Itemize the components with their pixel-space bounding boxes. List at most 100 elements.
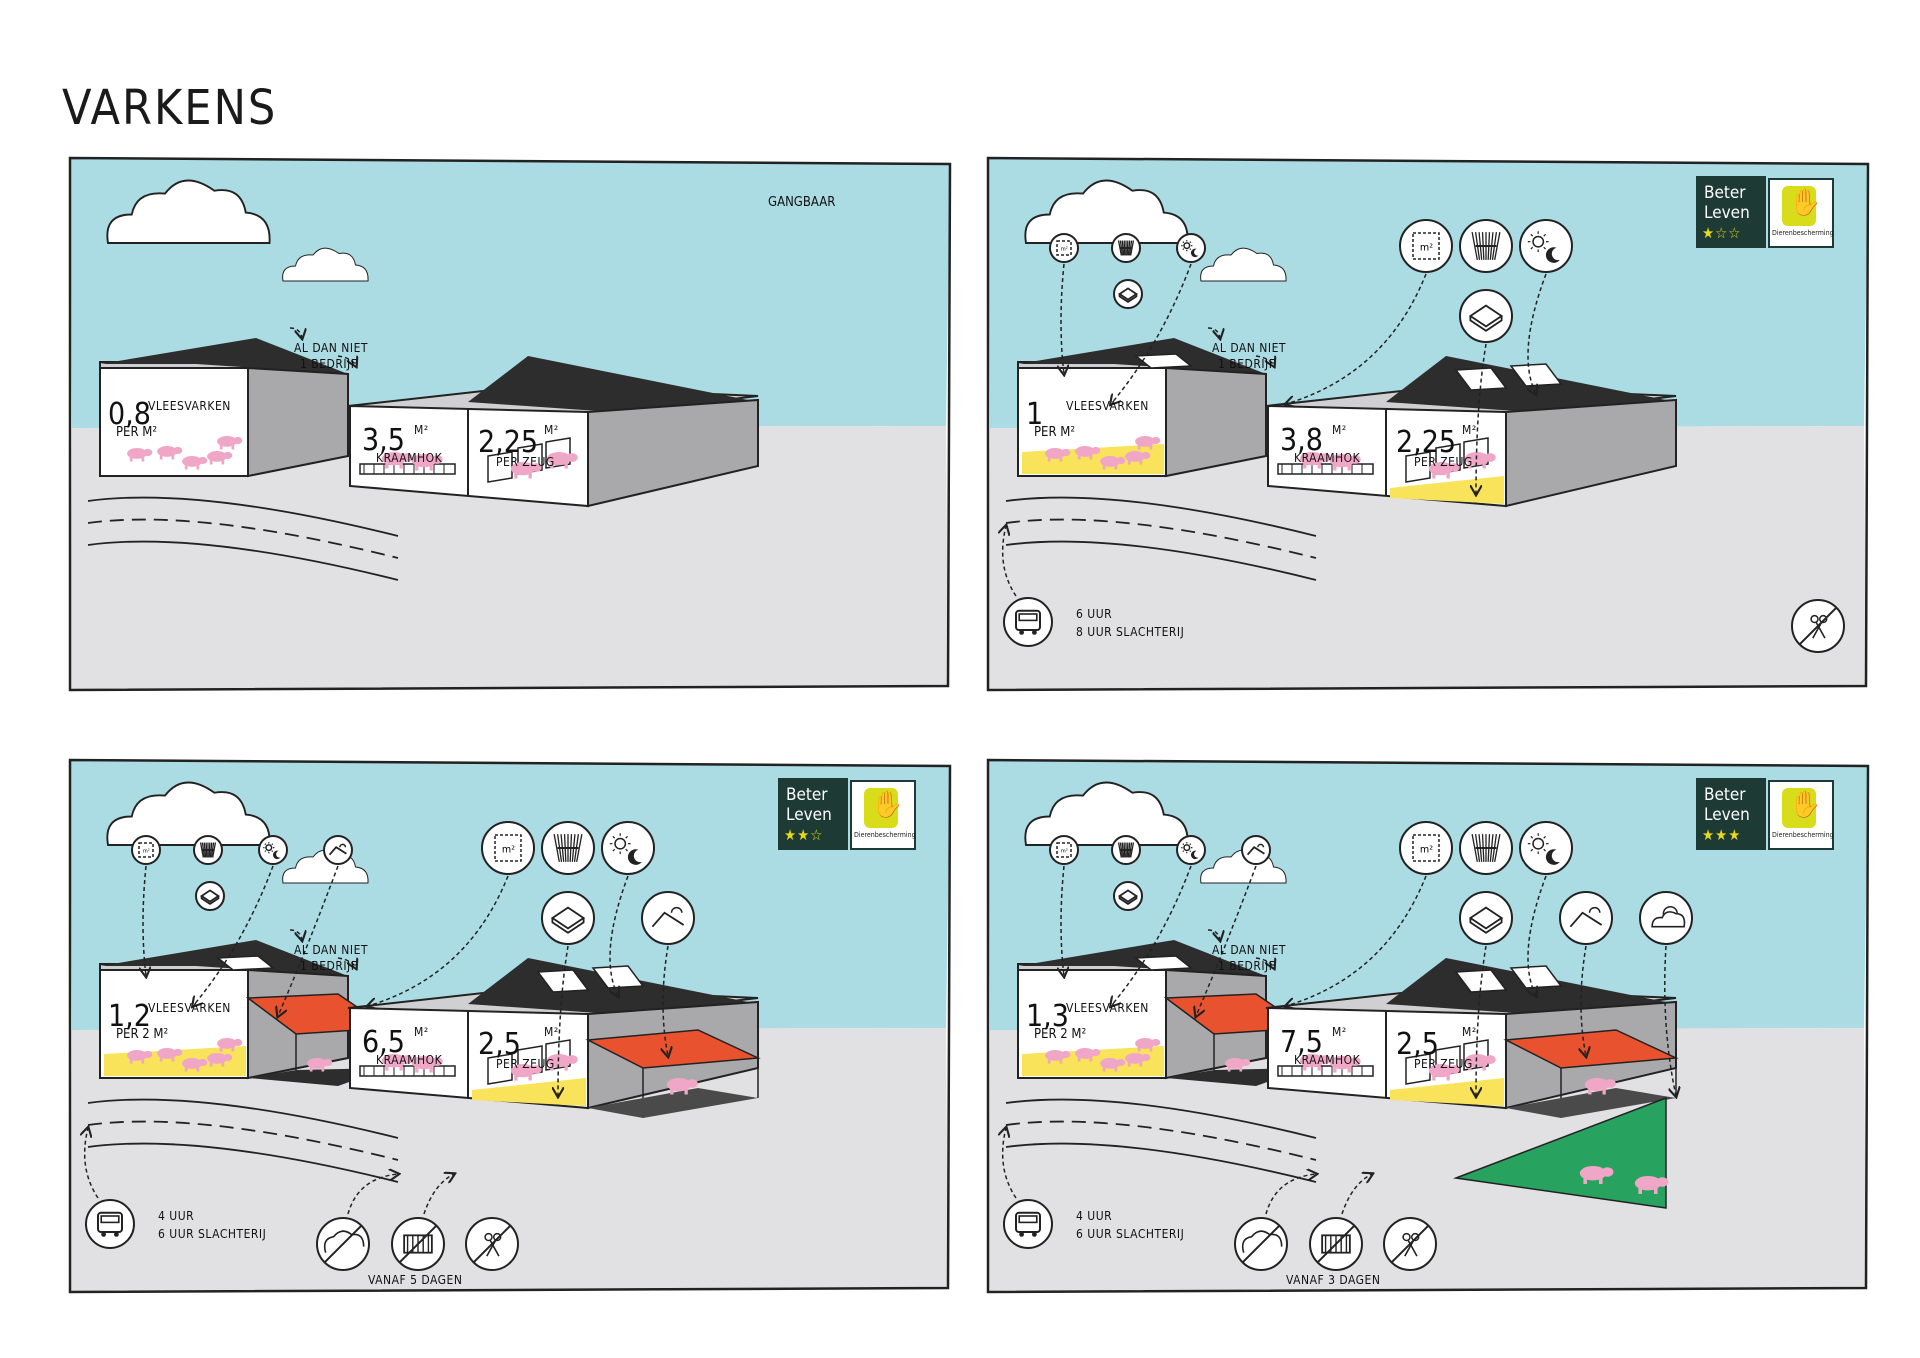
page-title: VARKENS	[62, 80, 278, 136]
dashed-arrow	[143, 865, 146, 976]
sow-stall	[487, 1053, 513, 1085]
pig	[182, 1058, 208, 1072]
skylight	[591, 965, 645, 989]
svg-text:m²: m²	[1061, 848, 1068, 854]
pig	[510, 462, 542, 479]
density-number: 1,2	[108, 999, 151, 1034]
sow-unit: M²	[544, 423, 559, 437]
logo-text-1: Beter	[1704, 785, 1746, 805]
sow-number: 2,5	[478, 1027, 521, 1062]
mattress-icon	[195, 881, 225, 911]
pig	[411, 1056, 443, 1073]
dashed-arrow	[1207, 327, 1220, 338]
outdoor-climate-icon	[323, 835, 353, 865]
left-barn-roof	[100, 338, 348, 374]
dashed-arrow	[337, 355, 356, 366]
straw-bedding-icon	[1111, 233, 1141, 263]
straw-bedding-icon	[1111, 835, 1141, 865]
road-line	[87, 1120, 399, 1161]
logo-subtitle: Dierenbescherming	[1772, 831, 1834, 839]
cloud	[1024, 781, 1189, 846]
day-night-icon	[1519, 821, 1573, 875]
connector-text-2: 1 BEDRIJF	[1218, 357, 1276, 371]
farrowing-crate	[359, 463, 456, 475]
logo-subtitle: Dierenbescherming	[854, 831, 916, 839]
no-castration-icon	[1791, 599, 1845, 653]
dashed-arrow	[1286, 273, 1427, 404]
day-night-icon	[1519, 219, 1573, 273]
sow-stall	[1405, 1053, 1431, 1085]
density-area: PER M²	[1034, 425, 1076, 440]
panel-frame	[68, 758, 952, 1294]
farrowing-unit: M²	[414, 1025, 429, 1039]
right-barn-side	[587, 398, 759, 508]
dashed-arrow	[289, 929, 302, 940]
logo-text-2: Leven	[1704, 805, 1750, 825]
dashed-arrow	[337, 957, 356, 968]
day-night-icon	[1176, 233, 1206, 263]
cloud	[106, 781, 271, 846]
logo-panel	[778, 778, 848, 850]
farrowing-label: KRAAMHOK	[376, 451, 443, 465]
sow-stall	[487, 451, 513, 483]
outdoor-climate-icon	[1559, 891, 1613, 945]
sow-unit: M²	[1462, 423, 1477, 437]
dashed-arrow	[1003, 1128, 1017, 1199]
transport-time: 4 UUR	[1076, 1209, 1113, 1223]
dashed-arrow	[1196, 865, 1257, 1016]
m2-space-icon: m²	[131, 835, 161, 865]
road-line	[1005, 518, 1317, 559]
no-tail-docking-icon	[1234, 1217, 1288, 1271]
connector-text-1: AL DAN NIET	[1212, 341, 1286, 355]
mattress-icon	[541, 891, 595, 945]
sow-stall	[1405, 451, 1431, 483]
dashed-arrow	[1061, 263, 1064, 374]
farrowing-unit: M²	[1332, 423, 1347, 437]
density-unit: VLEESVARKEN	[148, 399, 231, 413]
sow-unit: M²	[544, 1025, 559, 1039]
straw-bedding-icon	[1459, 821, 1513, 875]
pig	[157, 446, 183, 460]
pig	[1299, 452, 1331, 469]
dashed-arrow	[1476, 945, 1487, 1096]
road-line	[87, 1142, 399, 1183]
dashed-arrow	[278, 865, 339, 1016]
dashed-arrow	[1061, 865, 1064, 976]
no-tail-docking-icon	[316, 1217, 370, 1271]
road-line	[87, 518, 399, 559]
castration-note: VANAF 3 DAGEN	[1286, 1273, 1381, 1287]
pig	[381, 1054, 413, 1071]
hand-icon: ✋	[1782, 788, 1821, 828]
mattress-icon	[1459, 289, 1513, 343]
pig	[1075, 1048, 1101, 1062]
road-line	[1005, 1142, 1317, 1183]
road-line	[87, 540, 399, 581]
transport-slaughter: 6 UUR SLACHTERIJ	[1076, 1227, 1185, 1241]
transport-time: 6 UUR	[1076, 607, 1113, 621]
pig	[217, 436, 243, 450]
ground	[988, 426, 1866, 690]
day-night-icon	[1176, 835, 1206, 865]
m2-space-icon: m²	[481, 821, 535, 875]
panel-frame	[986, 758, 1870, 1294]
mattress-icon	[1113, 279, 1143, 309]
pig	[1329, 454, 1361, 471]
pig	[1464, 1054, 1496, 1071]
density-number: 1,3	[1026, 999, 1069, 1034]
day-night-icon	[601, 821, 655, 875]
m2-space-icon: m²	[1399, 219, 1453, 273]
truck-icon	[1003, 597, 1053, 647]
transport-slaughter: 6 UUR SLACHTERIJ	[158, 1227, 267, 1241]
density-number: 1	[1026, 397, 1044, 432]
cloud	[106, 179, 271, 244]
road-line	[1005, 1120, 1317, 1161]
farrowing-label: KRAAMHOK	[1294, 451, 1361, 465]
road-line	[87, 496, 399, 537]
truck-icon	[1003, 1199, 1053, 1249]
connector-text-1: AL DAN NIET	[1212, 943, 1286, 957]
